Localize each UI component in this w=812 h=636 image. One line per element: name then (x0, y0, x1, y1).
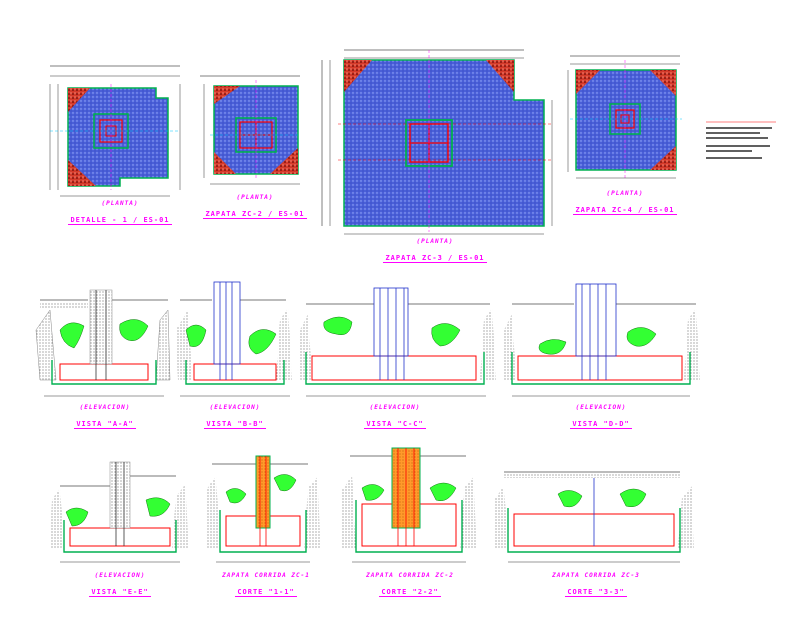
elevation-b-b (176, 281, 292, 397)
section-title-2: CORTE "1-1" (235, 588, 297, 597)
plan-caption-2: (PLANTA) ZAPATA ZC-2 / ES-01 (200, 194, 310, 220)
plan-zapata-zc4 (567, 55, 682, 179)
elevation-e-e (50, 461, 188, 563)
elevation-caption-3: (ELEVACION) VISTA "C-C" (330, 404, 460, 430)
section-caption-3: ZAPATA CORRIDA ZC-2 CORTE "2-2" (350, 572, 470, 598)
plan-zapata-zc3 (321, 49, 553, 235)
plan-caption-3: (PLANTA) ZAPATA ZC-3 / ES-01 (380, 238, 490, 264)
section-view-label-1: (ELEVACION) (94, 572, 146, 579)
plan-title-2: ZAPATA ZC-2 / ES-01 (203, 210, 307, 219)
section-2-2 (342, 447, 476, 563)
elevation-title-4: VISTA "D-D" (570, 420, 632, 429)
plan-caption-4: (PLANTA) ZAPATA ZC-4 / ES-01 (570, 190, 680, 216)
elevation-caption-2: (ELEVACION) VISTA "B-B" (180, 404, 290, 430)
section-title-1: VISTA "E-E" (89, 588, 151, 597)
plan-view-label-1: (PLANTA) (101, 200, 139, 207)
elevation-caption-4: (ELEVACION) VISTA "D-D" (536, 404, 666, 430)
plan-zapata-zc2 (200, 75, 300, 185)
elevation-caption-1: (ELEVACION) VISTA "A-A" (50, 404, 160, 430)
plan-view-label-2: (PLANTA) (236, 194, 274, 201)
section-title-3: CORTE "2-2" (379, 588, 441, 597)
plan-caption-1: (PLANTA) DETALLE - 1 / ES-01 (60, 200, 180, 226)
elevation-d-d (504, 283, 700, 397)
notes-block (706, 121, 776, 159)
plan-view-label-4: (PLANTA) (606, 190, 644, 197)
section-caption-4: ZAPATA CORRIDA ZC-3 CORTE "3-3" (536, 572, 656, 598)
elevation-view-label-3: (ELEVACION) (369, 404, 421, 411)
plan-detalle-1 (49, 65, 181, 197)
plan-title-4: ZAPATA ZC-4 / ES-01 (573, 206, 677, 215)
section-view-label-3: ZAPATA CORRIDA ZC-2 (366, 572, 454, 579)
section-title-4: CORTE "3-3" (565, 588, 627, 597)
section-3-3 (494, 471, 694, 563)
section-caption-1: (ELEVACION) VISTA "E-E" (60, 572, 180, 598)
section-1-1 (206, 455, 320, 563)
section-caption-2: ZAPATA CORRIDA ZC-1 CORTE "1-1" (206, 572, 326, 598)
section-view-label-2: ZAPATA CORRIDA ZC-1 (222, 572, 310, 579)
elevation-c-c (300, 287, 496, 397)
elevation-title-3: VISTA "C-C" (364, 420, 426, 429)
elevation-a-a (35, 289, 171, 397)
plan-title-3: ZAPATA ZC-3 / ES-01 (383, 254, 487, 263)
plan-view-label-3: (PLANTA) (416, 238, 454, 245)
elevation-view-label-2: (ELEVACION) (209, 404, 261, 411)
plan-title-1: DETALLE - 1 / ES-01 (68, 216, 172, 225)
elevation-title-1: VISTA "A-A" (74, 420, 136, 429)
elevation-view-label-4: (ELEVACION) (575, 404, 627, 411)
elevation-view-label-1: (ELEVACION) (79, 404, 131, 411)
section-view-label-4: ZAPATA CORRIDA ZC-3 (552, 572, 640, 579)
elevation-title-2: VISTA "B-B" (204, 420, 266, 429)
